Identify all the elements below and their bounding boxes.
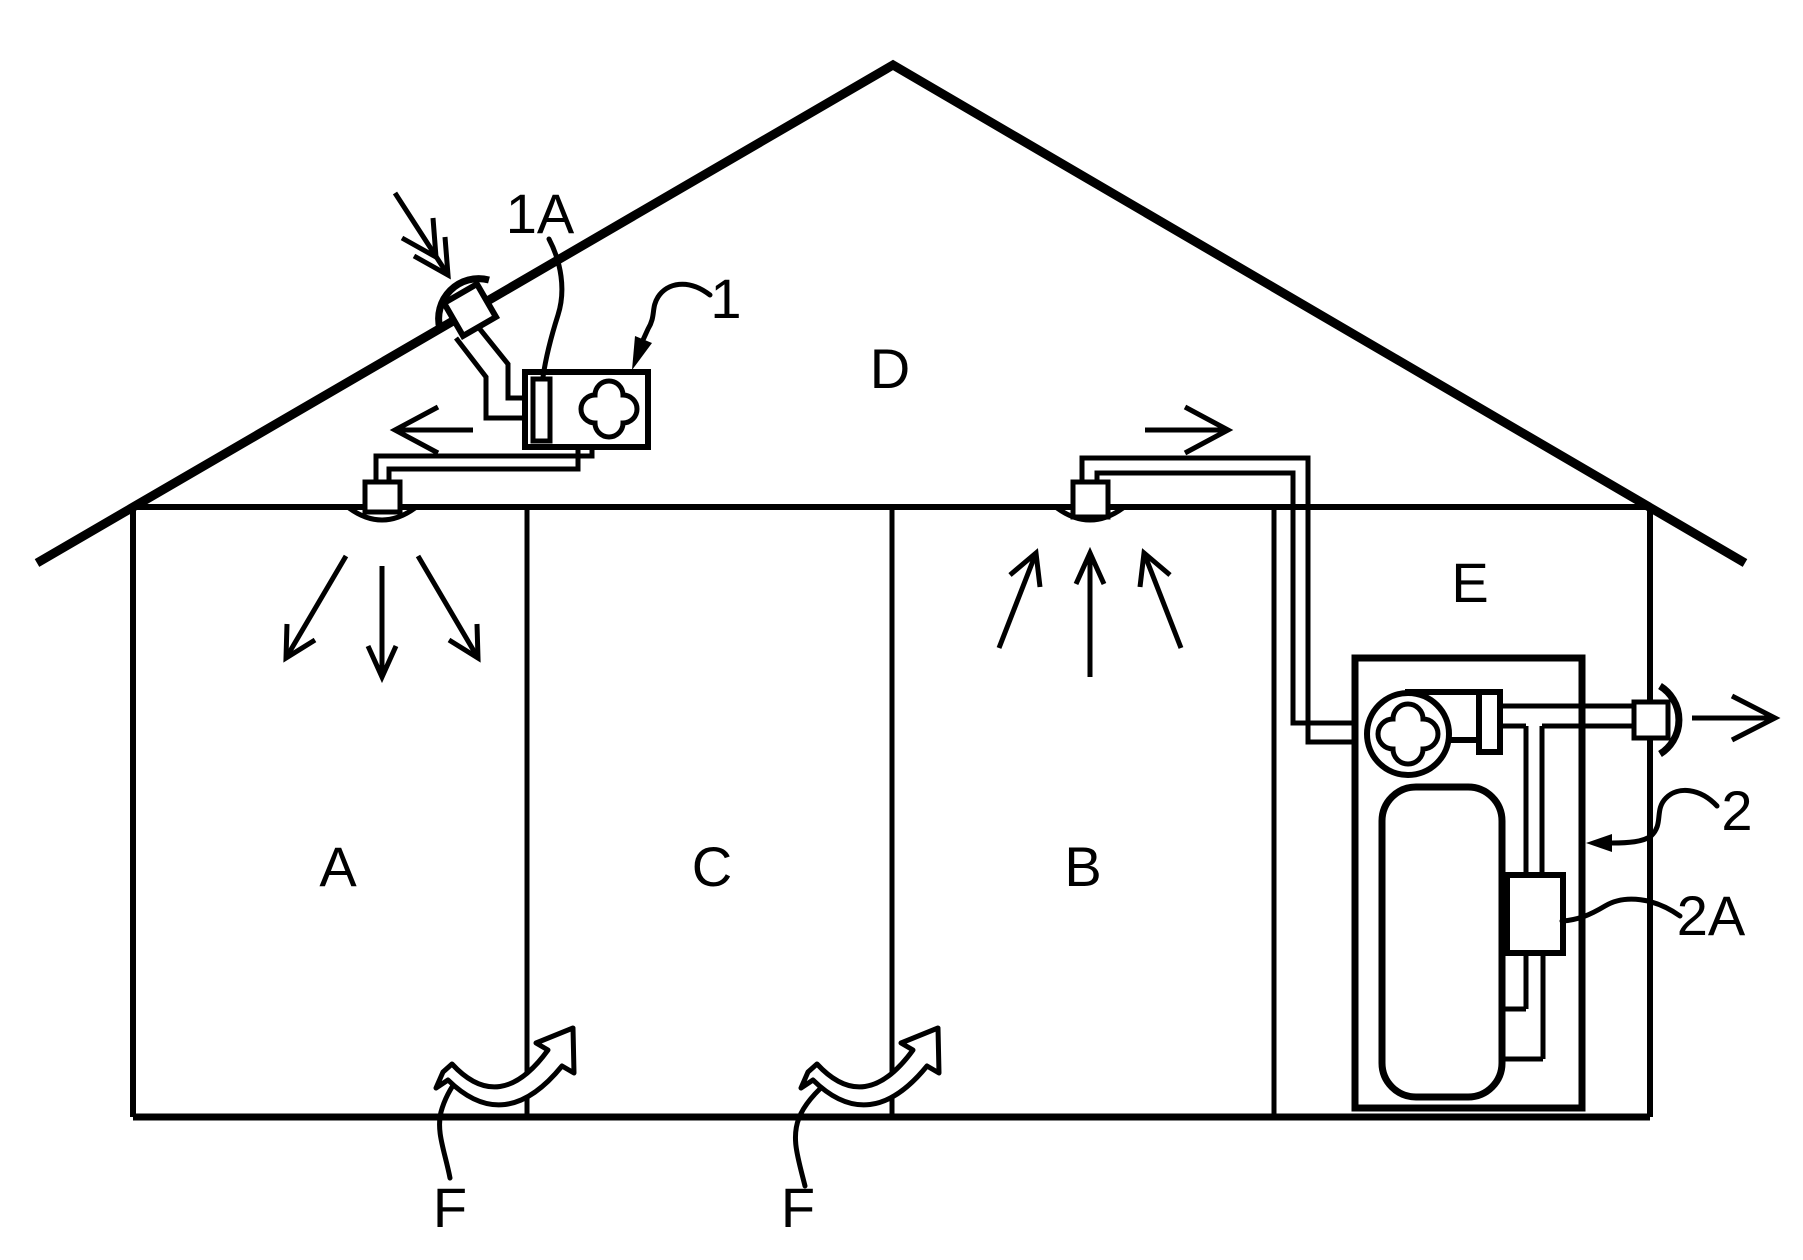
diffuser-a-arc	[347, 505, 417, 523]
labels: A C B D E 1 1A 2 2A F F	[319, 182, 1752, 1239]
under-door-flows	[433, 1025, 942, 1108]
exhaust-fan-icon	[1375, 701, 1441, 767]
attic-flow-arrow-right	[1145, 404, 1234, 456]
wall-outlet-vent	[1631, 699, 1671, 741]
extract-duct-inner	[1094, 470, 1355, 726]
room-b-label: B	[1064, 835, 1101, 898]
exhaust-component-label: 2A	[1677, 884, 1746, 947]
supply-duct-lower	[386, 447, 581, 483]
supply-filter-label: 1A	[506, 182, 575, 245]
supply-arrows-room-a	[283, 554, 481, 684]
leader-f1	[437, 1074, 462, 1181]
roof-air-inlet	[439, 279, 501, 341]
attic-flow-arrow-left	[389, 404, 473, 456]
leader-2-arrowhead	[1586, 834, 1612, 852]
unit2-vessel	[1378, 783, 1506, 1101]
supply-duct-upper	[373, 447, 595, 483]
inlet-duct-outer	[454, 336, 525, 421]
room-c-label: C	[692, 835, 732, 898]
exhaust-air-arrow	[1692, 693, 1781, 743]
leader-1a	[540, 236, 565, 380]
room-a-label: A	[319, 835, 357, 898]
supply-fan-icon	[578, 378, 640, 440]
outlet-cowl-cap	[1658, 683, 1683, 757]
extract-system	[996, 404, 1355, 745]
supply-filter-element	[530, 376, 553, 444]
under-door-flow-2	[798, 1025, 942, 1108]
inlet-cowl-cap	[435, 275, 490, 330]
under-door-flow-1-label: F	[433, 1176, 467, 1239]
ceiling-diffuser-a	[362, 479, 403, 515]
attic-label: D	[870, 337, 910, 400]
under-door-flow-1	[433, 1025, 577, 1108]
ceiling-grille-b	[1070, 479, 1111, 520]
leader-1-arrowhead	[632, 336, 652, 370]
leader-2	[1609, 788, 1720, 846]
exhaust-unit-label: 2	[1721, 779, 1752, 842]
grille-b-arc	[1055, 505, 1125, 523]
roof	[34, 59, 1748, 567]
damper-element	[1476, 689, 1503, 755]
extract-arrows-room-b	[996, 546, 1184, 677]
component-2a-box	[1504, 872, 1566, 956]
exhaust-unit-assembly	[1351, 654, 1781, 1112]
leader-1	[640, 281, 713, 343]
room-e-label: E	[1451, 551, 1488, 614]
attic-supply-system	[283, 191, 651, 684]
under-door-flow-2-label: F	[781, 1176, 815, 1239]
inlet-air-arrow	[392, 191, 451, 280]
supply-unit-label: 1	[710, 267, 741, 330]
inlet-duct-inner	[473, 321, 525, 401]
leader-2a	[1559, 896, 1683, 924]
extract-duct-outer	[1079, 455, 1355, 745]
